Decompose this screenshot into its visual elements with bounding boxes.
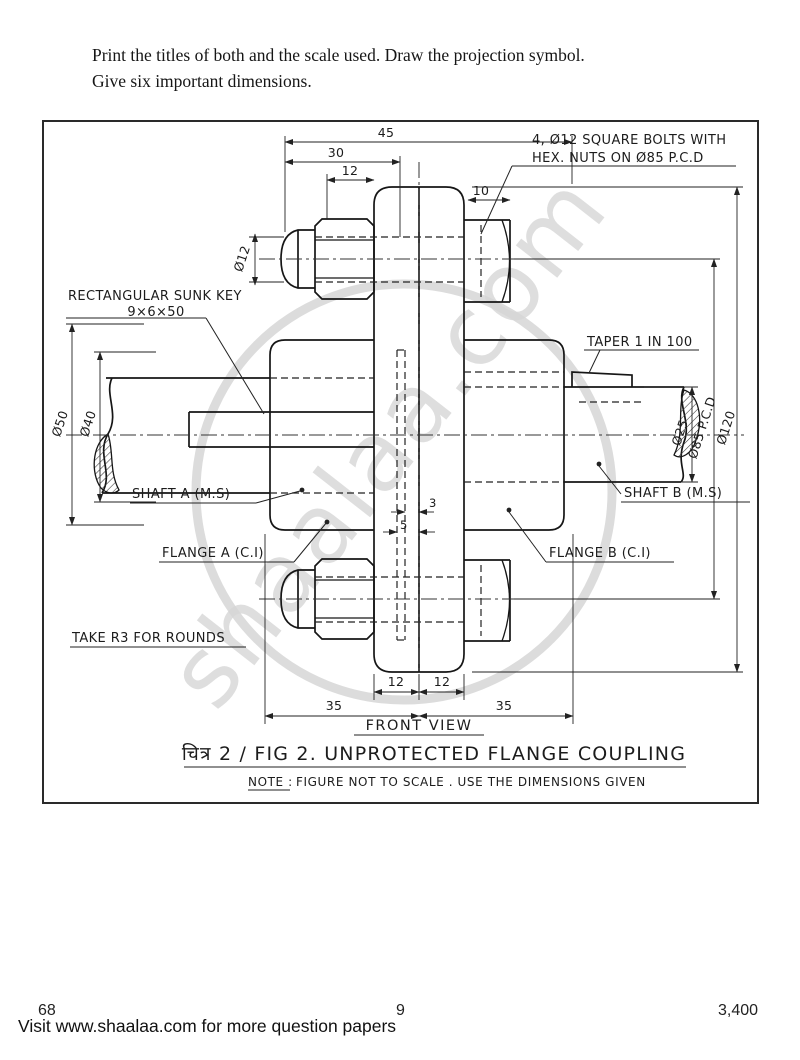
taper-key-outline	[571, 371, 633, 387]
shaft-b-leader	[598, 465, 622, 495]
hidden-lines	[270, 225, 642, 641]
instruction-line-2: Give six important dimensions.	[92, 71, 312, 91]
dim-12: 12	[342, 163, 359, 178]
key-note-line1: RECTANGULAR SUNK KEY	[68, 289, 242, 304]
dim-45: 45	[378, 125, 395, 140]
key-note-leader	[205, 317, 265, 415]
bolts-note-line1: 4, Ø12 SQUARE BOLTS WITH	[532, 133, 726, 148]
view-name: FRONT VIEW	[366, 718, 473, 734]
taper-label: TAPER 1 IN 100	[586, 335, 693, 350]
flange-b-leader	[508, 511, 547, 563]
dim-30: 30	[328, 145, 345, 160]
bottom-hex-nut-outline	[314, 558, 375, 640]
top-square-head-curve	[501, 219, 511, 303]
shaft-a-leader	[255, 490, 301, 504]
shaft-b-leader-dot	[596, 461, 602, 467]
dim-10: 10	[473, 183, 490, 198]
flange-a-leader-dot	[324, 519, 330, 525]
dim-flange-od: Ø120	[713, 409, 738, 447]
bolts-note-leader	[480, 165, 513, 235]
center-lines	[66, 162, 744, 690]
dim-35-left: 35	[326, 698, 343, 713]
bottom-square-head-curve	[501, 559, 511, 642]
figure-border-box: shaalaa.com	[42, 120, 759, 804]
instruction-line-1: Print the titles of both and the scale u…	[92, 45, 585, 65]
watermark-circle	[191, 279, 617, 705]
dim-5: 5	[400, 518, 407, 532]
dim-3: 3	[429, 496, 436, 510]
figure-note-label: NOTE :	[248, 775, 293, 789]
dimension-lines	[66, 136, 743, 724]
dim-shaft-a-od: Ø50	[48, 409, 71, 439]
question-instructions: Print the titles of both and the scale u…	[92, 42, 732, 94]
shaft-b-label: SHAFT B (M.S)	[624, 486, 722, 501]
rounds-note-label: TAKE R3 FOR ROUNDS	[71, 631, 225, 646]
shaft-a-break-hatch	[93, 433, 120, 494]
figure-title: चित्र 2 / FIG 2. UNPROTECTED FLANGE COUP…	[182, 742, 686, 765]
leader-lines	[66, 165, 750, 791]
flange-b-leader-dot	[506, 507, 512, 513]
flange-a-disc-outline	[373, 186, 419, 673]
dim-shaft-a-bore: Ø40	[76, 409, 99, 439]
flange-b-label: FLANGE B (C.I)	[549, 546, 651, 561]
footer-page-number-center: 9	[396, 1002, 405, 1019]
key-note-line2: 9×6×50	[127, 305, 184, 320]
top-hex-nut-outline	[314, 218, 375, 300]
figure-note-text: FIGURE NOT TO SCALE . USE THE DIMENSIONS…	[296, 775, 646, 789]
shaft-a-label: SHAFT A (M.S)	[132, 487, 230, 502]
flange-a-label: FLANGE A (C.I)	[162, 546, 264, 561]
flange-b-disc-outline	[419, 186, 465, 673]
footer-page-number-right: 3,400	[718, 1002, 759, 1019]
taper-leader	[588, 349, 601, 374]
dim-12-right: 12	[434, 674, 451, 689]
shaft-a-leader-dot	[299, 487, 305, 493]
dim-bolt-dia: Ø12	[230, 244, 253, 274]
flange-a-leader	[293, 521, 328, 563]
dim-12-left: 12	[388, 674, 405, 689]
flange-coupling-technical-drawing: shaalaa.com	[48, 125, 750, 791]
footer-visit-link-text: Visit www.shaalaa.com for more question …	[18, 1016, 397, 1036]
bolts-note-line2: HEX. NUTS ON Ø85 P.C.D	[532, 151, 704, 166]
footer-page-number-left: 68	[38, 1002, 56, 1019]
drawing-text: 4, Ø12 SQUARE BOLTS WITH HEX. NUTS ON Ø8…	[48, 125, 738, 789]
dim-35-right: 35	[496, 698, 513, 713]
